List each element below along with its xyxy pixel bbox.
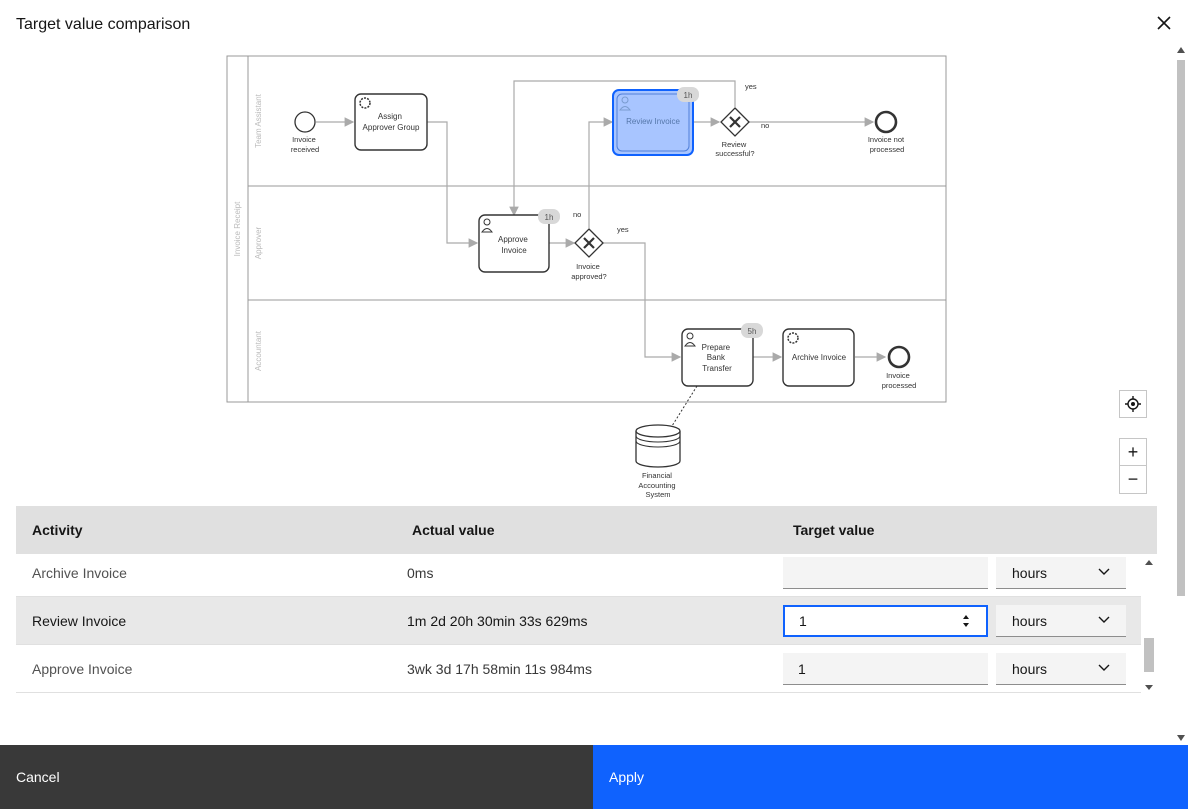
svg-text:Financial Accounting: Financial Accounting System <box>638 471 677 499</box>
unit-select[interactable]: hours <box>996 605 1126 637</box>
scroll-down-icon[interactable] <box>1177 735 1185 741</box>
start-event[interactable] <box>295 112 315 132</box>
number-stepper-icon <box>962 613 970 629</box>
locate-icon <box>1125 396 1141 412</box>
end-not-processed-label: Invoice not processed <box>868 135 906 154</box>
svg-text:5h: 5h <box>748 327 757 336</box>
actual-value: 0ms <box>407 565 433 581</box>
target-value-input[interactable]: 1 <box>783 653 988 685</box>
table-header: Activity Actual value Target value <box>16 506 1157 554</box>
svg-text:Review Invoice: Review Invoice <box>626 117 680 126</box>
lane-label-team-assistant: Team Assistant <box>254 93 263 148</box>
unit-select[interactable]: hours <box>996 653 1126 685</box>
target-value-table: Activity Actual value Target value Archi… <box>16 506 1157 696</box>
lane-label-accountant: Accountant <box>254 330 263 371</box>
zoom-out-button[interactable]: − <box>1119 466 1147 494</box>
flow-label-yes: yes <box>745 82 757 91</box>
activity-name: Approve Invoice <box>32 661 132 677</box>
chevron-down-icon <box>1098 616 1110 624</box>
end-processed-label: Invoice processed <box>882 371 917 390</box>
activity-name: Review Invoice <box>32 613 126 629</box>
unit-select-value: hours <box>1012 661 1047 677</box>
table-body[interactable]: Archive Invoice 0ms hours Review Invoice… <box>16 554 1157 696</box>
svg-text:1h: 1h <box>684 91 693 100</box>
modal-scrollbar[interactable] <box>1174 44 1188 744</box>
task-prepare-bank-transfer[interactable]: Prepare Bank Transfer 5h <box>682 323 763 386</box>
center-diagram-button[interactable] <box>1119 390 1147 418</box>
modal-footer: Cancel Apply <box>0 745 1188 809</box>
scroll-up-icon[interactable] <box>1145 560 1153 565</box>
unit-select[interactable]: hours <box>996 557 1126 589</box>
cancel-button[interactable]: Cancel <box>0 745 593 809</box>
table-row[interactable]: Approve Invoice 3wk 3d 17h 58min 11s 984… <box>16 645 1141 693</box>
scrollbar-thumb[interactable] <box>1144 638 1154 672</box>
end-event-not-processed[interactable] <box>876 112 896 132</box>
zoom-in-button[interactable]: + <box>1119 438 1147 466</box>
end-event-processed[interactable] <box>889 347 909 367</box>
target-value-input[interactable] <box>783 557 988 589</box>
task-archive-invoice[interactable]: Archive Invoice <box>783 329 854 386</box>
unit-select-value: hours <box>1012 565 1047 581</box>
start-event-label: Invoice received <box>291 135 319 154</box>
apply-button[interactable]: Apply <box>593 745 1188 809</box>
datastore-financial-accounting[interactable]: Financial Accounting System <box>636 425 680 499</box>
task-review-invoice[interactable]: Review Invoice 1h <box>613 87 699 155</box>
flow-label-no-2: no <box>573 210 581 219</box>
flow-label-no: no <box>761 121 769 130</box>
header-actual-value: Actual value <box>412 522 494 538</box>
task-assign-approver-group[interactable]: Assign Approver Group <box>355 94 427 150</box>
bpmn-diagram[interactable]: Invoice Receipt Team Assistant Approver … <box>0 44 1170 504</box>
scrollbar-thumb[interactable] <box>1177 60 1185 596</box>
target-value-text: 1 <box>799 613 807 629</box>
table-scrollbar[interactable] <box>1141 554 1157 696</box>
table-row[interactable]: Archive Invoice 0ms hours <box>16 554 1141 597</box>
actual-value: 1m 2d 20h 30min 33s 629ms <box>407 613 588 629</box>
header-activity: Activity <box>32 522 83 538</box>
header-target-value: Target value <box>793 522 874 538</box>
scroll-down-icon[interactable] <box>1145 685 1153 690</box>
close-icon[interactable] <box>1155 14 1173 32</box>
actual-value: 3wk 3d 17h 58min 11s 984ms <box>407 661 592 677</box>
scroll-up-icon[interactable] <box>1177 47 1185 53</box>
pool-label: Invoice Receipt <box>233 201 242 256</box>
task-approve-invoice[interactable]: Approve Invoice 1h <box>479 209 560 272</box>
unit-select-value: hours <box>1012 613 1047 629</box>
activity-name: Archive Invoice <box>32 565 127 581</box>
flow-label-yes-2: yes <box>617 225 629 234</box>
modal-title: Target value comparison <box>16 16 190 34</box>
svg-text:1h: 1h <box>545 213 554 222</box>
table-row[interactable]: Review Invoice 1m 2d 20h 30min 33s 629ms… <box>16 597 1141 645</box>
chevron-down-icon <box>1098 568 1110 576</box>
chevron-down-icon <box>1098 664 1110 672</box>
lane-label-approver: Approver <box>254 226 263 259</box>
svg-text:Archive Invoice: Archive Invoice <box>792 353 847 362</box>
target-value-input[interactable]: 1 <box>783 605 988 637</box>
svg-text:Invoice approved?: Invoice approved? <box>571 262 606 281</box>
